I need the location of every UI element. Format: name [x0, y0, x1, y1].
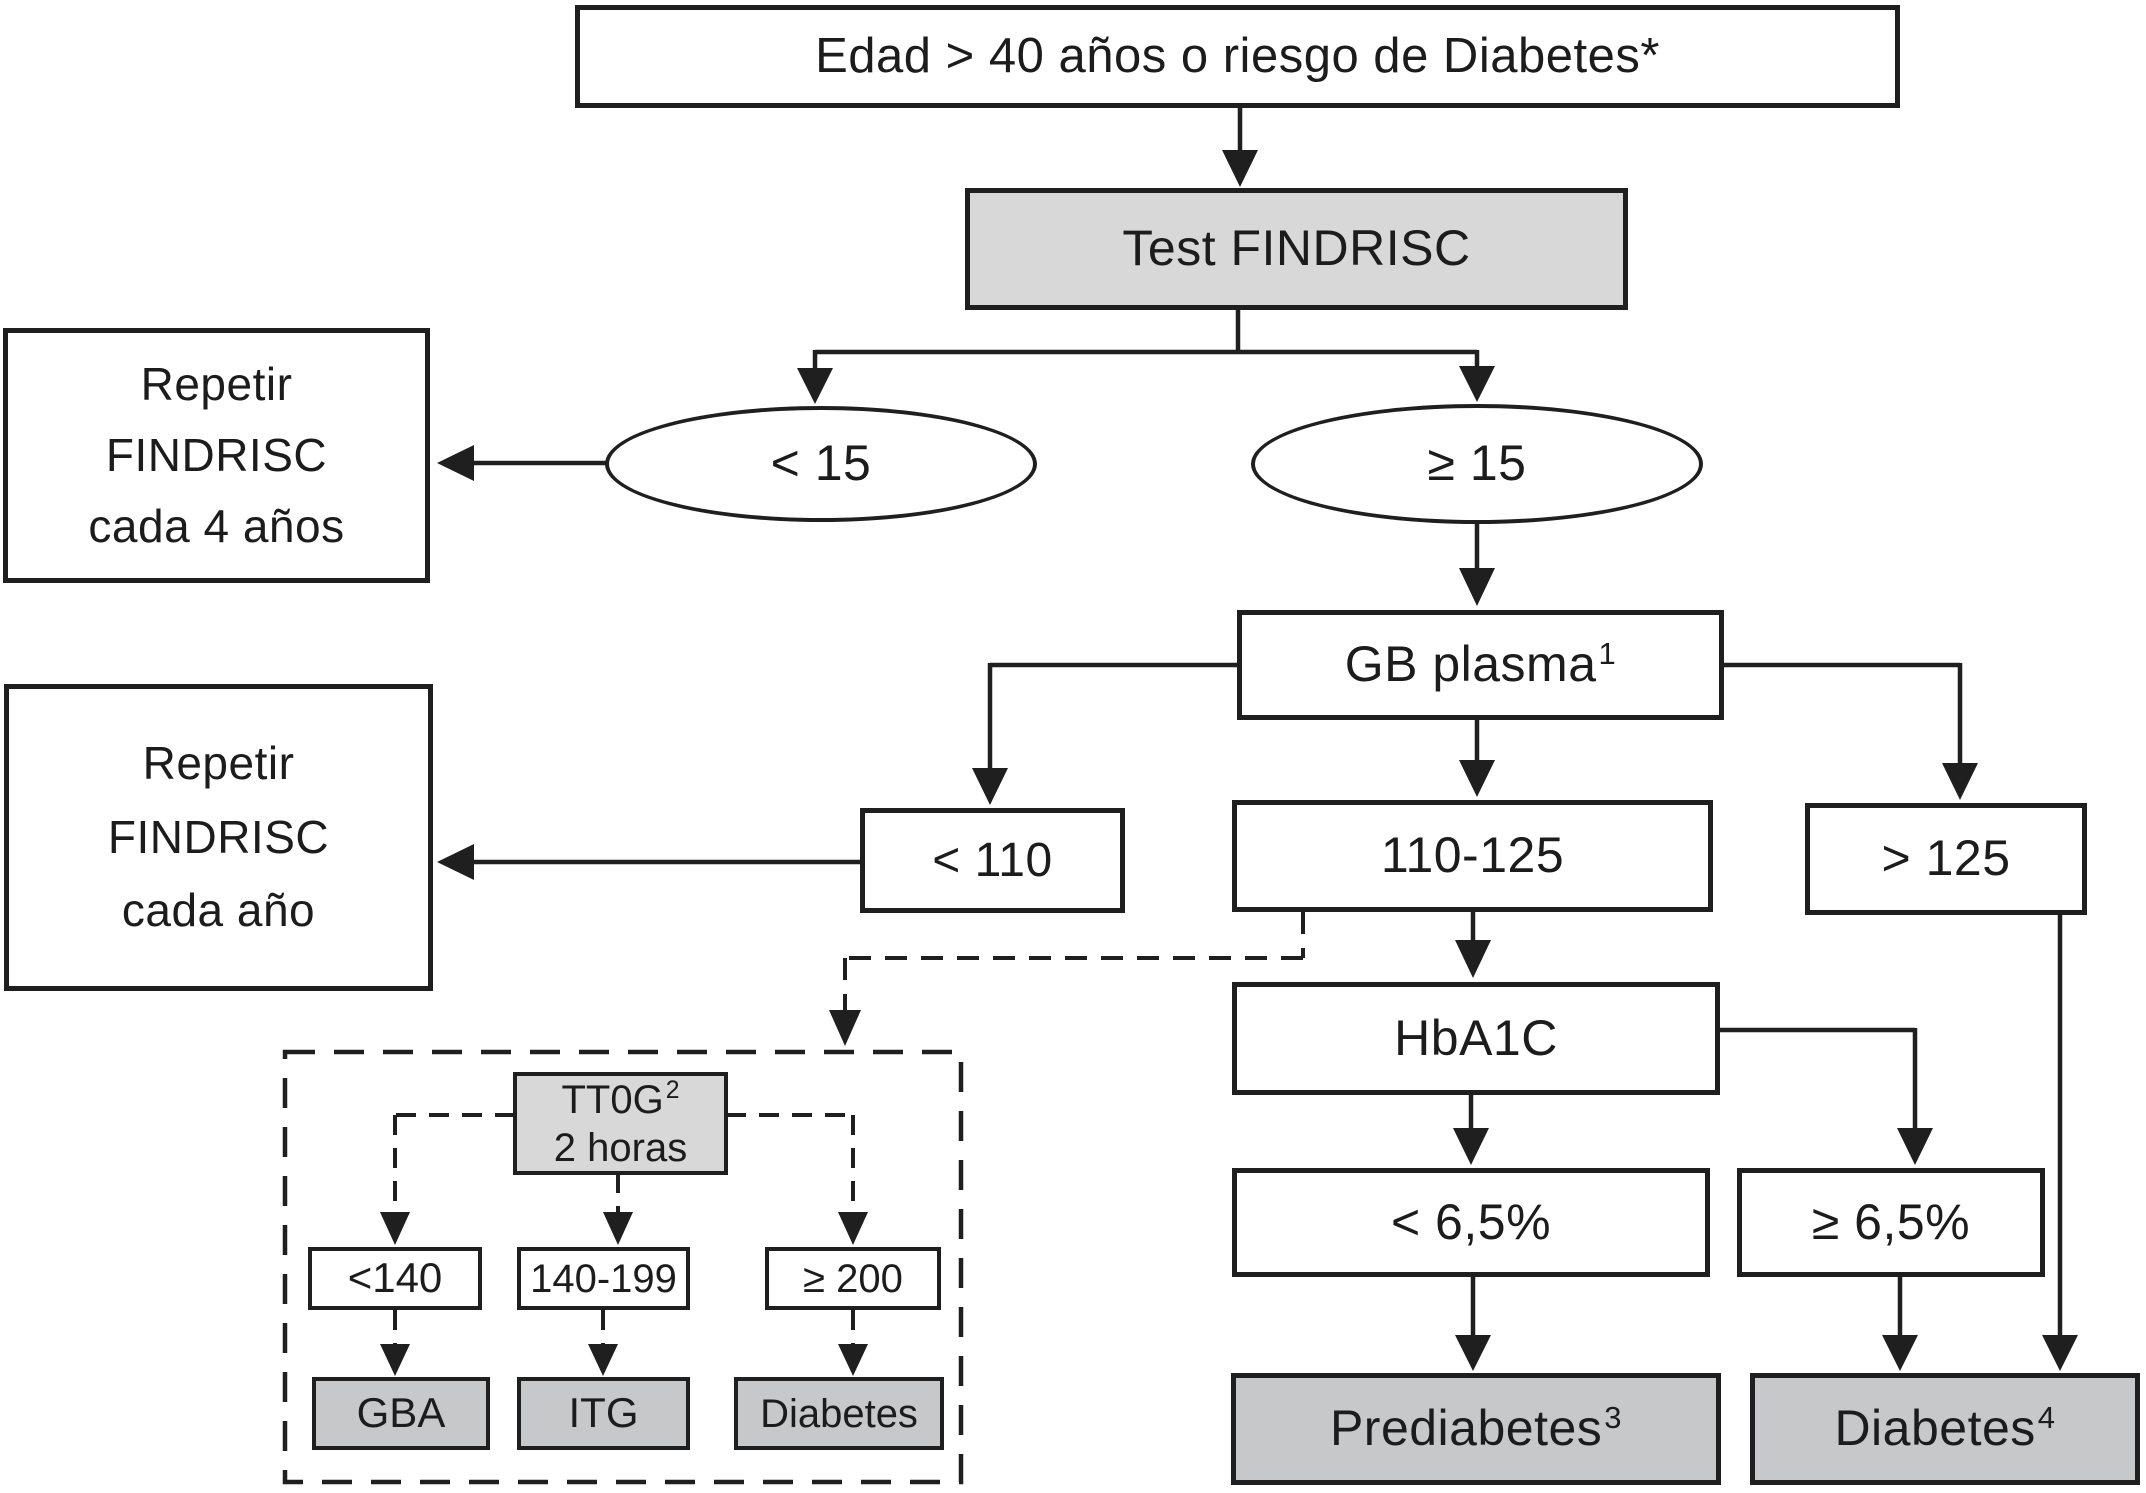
node-gb-plasma-label: GB plasma1 — [1344, 635, 1617, 693]
node-test-findrisc-label: Test FINDRISC — [1122, 220, 1471, 277]
ttog-superscript: 2 — [665, 1077, 680, 1105]
node-gba: GBA — [312, 1377, 490, 1450]
gb-plasma-superscript: 1 — [1598, 635, 1617, 671]
dashed-arrow-ge200-to-diabetes — [838, 1310, 868, 1376]
node-gb-lt110-label: < 110 — [932, 833, 1053, 887]
arrow-hba1c-to-ge65 — [1718, 1027, 1933, 1165]
dashed-arrow-ttog-to-ge200 — [726, 1113, 868, 1245]
node-gb-plasma: GB plasma1 — [1237, 610, 1724, 720]
dashed-arrow-ttog-to-140-199 — [603, 1173, 633, 1245]
node-ttog-140-199-label: 140-199 — [530, 1256, 677, 1301]
node-itg: ITG — [517, 1377, 690, 1450]
node-findrisc-ge15: ≥ 15 — [1251, 404, 1703, 524]
arrow-ge15-to-gbplasma — [1459, 522, 1495, 606]
node-findrisc-lt15: < 15 — [605, 406, 1037, 522]
node-prediabetes-label: Prediabetes3 — [1329, 1399, 1623, 1457]
node-hba1c-lt65: < 6,5% — [1232, 1168, 1710, 1277]
node-diabetes-ttog: Diabetes — [734, 1377, 944, 1450]
prediabetes-superscript: 3 — [1604, 1399, 1623, 1435]
repetir1-line3: cada año — [121, 884, 316, 937]
node-diabetes-label: Diabetes4 — [1834, 1399, 2056, 1457]
repetir4-line2: FINDRISC — [105, 428, 328, 481]
arrow-gbplasma-to-110-125 — [1459, 718, 1495, 797]
repetir1-line2: FINDRISC — [107, 810, 330, 863]
arrow-hba1c-to-lt65 — [1453, 1093, 1489, 1165]
node-findrisc-lt15-label: < 15 — [770, 435, 872, 492]
arrow-lt65-to-prediabetes — [1455, 1275, 1491, 1371]
node-hba1c: HbA1C — [1232, 982, 1720, 1095]
node-hba1c-ge65-label: ≥ 6,5% — [1811, 1193, 1971, 1250]
diabetes-superscript: 4 — [2037, 1399, 2056, 1435]
node-gb-lt110: < 110 — [860, 808, 1125, 913]
node-test-findrisc: Test FINDRISC — [965, 188, 1628, 310]
node-ttog-line2: 2 horas — [553, 1125, 688, 1170]
node-repetir-cada-ano: Repetir FINDRISC cada año — [4, 684, 433, 991]
dashed-arrow-110-125-to-ttog — [829, 912, 1305, 1046]
node-gb-110-125: 110-125 — [1232, 800, 1713, 912]
repetir4-line1: Repetir — [140, 357, 293, 410]
node-gba-label: GBA — [356, 1389, 446, 1437]
node-gb-gt125-label: > 125 — [1881, 830, 2011, 887]
node-prediabetes: Prediabetes3 — [1231, 1373, 1721, 1485]
node-ttog-lt140-label: <140 — [347, 1254, 443, 1302]
node-gb-110-125-label: 110-125 — [1380, 827, 1565, 884]
arrow-gbplasma-to-gt125 — [1722, 662, 1978, 800]
dashed-arrow-140-199-to-itg — [588, 1310, 618, 1376]
arrow-110-125-to-hba1c — [1455, 910, 1491, 978]
node-ttog-ge200: ≥ 200 — [765, 1247, 941, 1310]
node-diabetes: Diabetes4 — [1750, 1373, 2140, 1485]
node-ttog: TT0G2 2 horas — [513, 1072, 728, 1175]
node-edad-label: Edad > 40 años o riesgo de Diabetes* — [815, 29, 1660, 84]
arrow-lt15-to-repetir4 — [437, 445, 607, 481]
node-ttog-lt140: <140 — [308, 1247, 482, 1310]
arrow-ge65-to-diabetes — [1882, 1275, 1918, 1371]
repetir4-line3: cada 4 años — [88, 500, 345, 553]
node-hba1c-lt65-label: < 6,5% — [1390, 1193, 1552, 1250]
node-ttog-ge200-label: ≥ 200 — [803, 1256, 903, 1301]
node-edad-riesgo: Edad > 40 años o riesgo de Diabetes* — [575, 5, 1900, 108]
node-repetir-cada-4-anos: Repetir FINDRISC cada 4 años — [3, 328, 430, 583]
dashed-arrow-lt140-to-gba — [380, 1310, 410, 1376]
node-ttog-140-199: 140-199 — [517, 1247, 690, 1310]
node-hba1c-label: HbA1C — [1394, 1009, 1558, 1066]
dashed-arrow-ttog-to-lt140 — [380, 1113, 515, 1245]
arrow-findrisc-branch — [797, 306, 1495, 404]
node-findrisc-ge15-label: ≥ 15 — [1427, 435, 1527, 492]
arrow-gt125-to-diabetes — [2042, 913, 2078, 1371]
repetir1-line1: Repetir — [142, 737, 295, 790]
arrow-edad-to-findrisc — [1222, 108, 1258, 187]
arrow-lt110-to-repetir1 — [437, 844, 862, 880]
ttog-dashed-container — [282, 1049, 964, 1485]
arrow-gbplasma-to-lt110 — [972, 662, 1240, 805]
node-diabetes-ttog-label: Diabetes — [760, 1391, 918, 1436]
node-itg-label: ITG — [568, 1389, 639, 1437]
node-ttog-line1: TT0G2 — [561, 1077, 680, 1122]
node-gb-gt125: > 125 — [1805, 803, 2087, 915]
node-hba1c-ge65: ≥ 6,5% — [1737, 1168, 2045, 1277]
